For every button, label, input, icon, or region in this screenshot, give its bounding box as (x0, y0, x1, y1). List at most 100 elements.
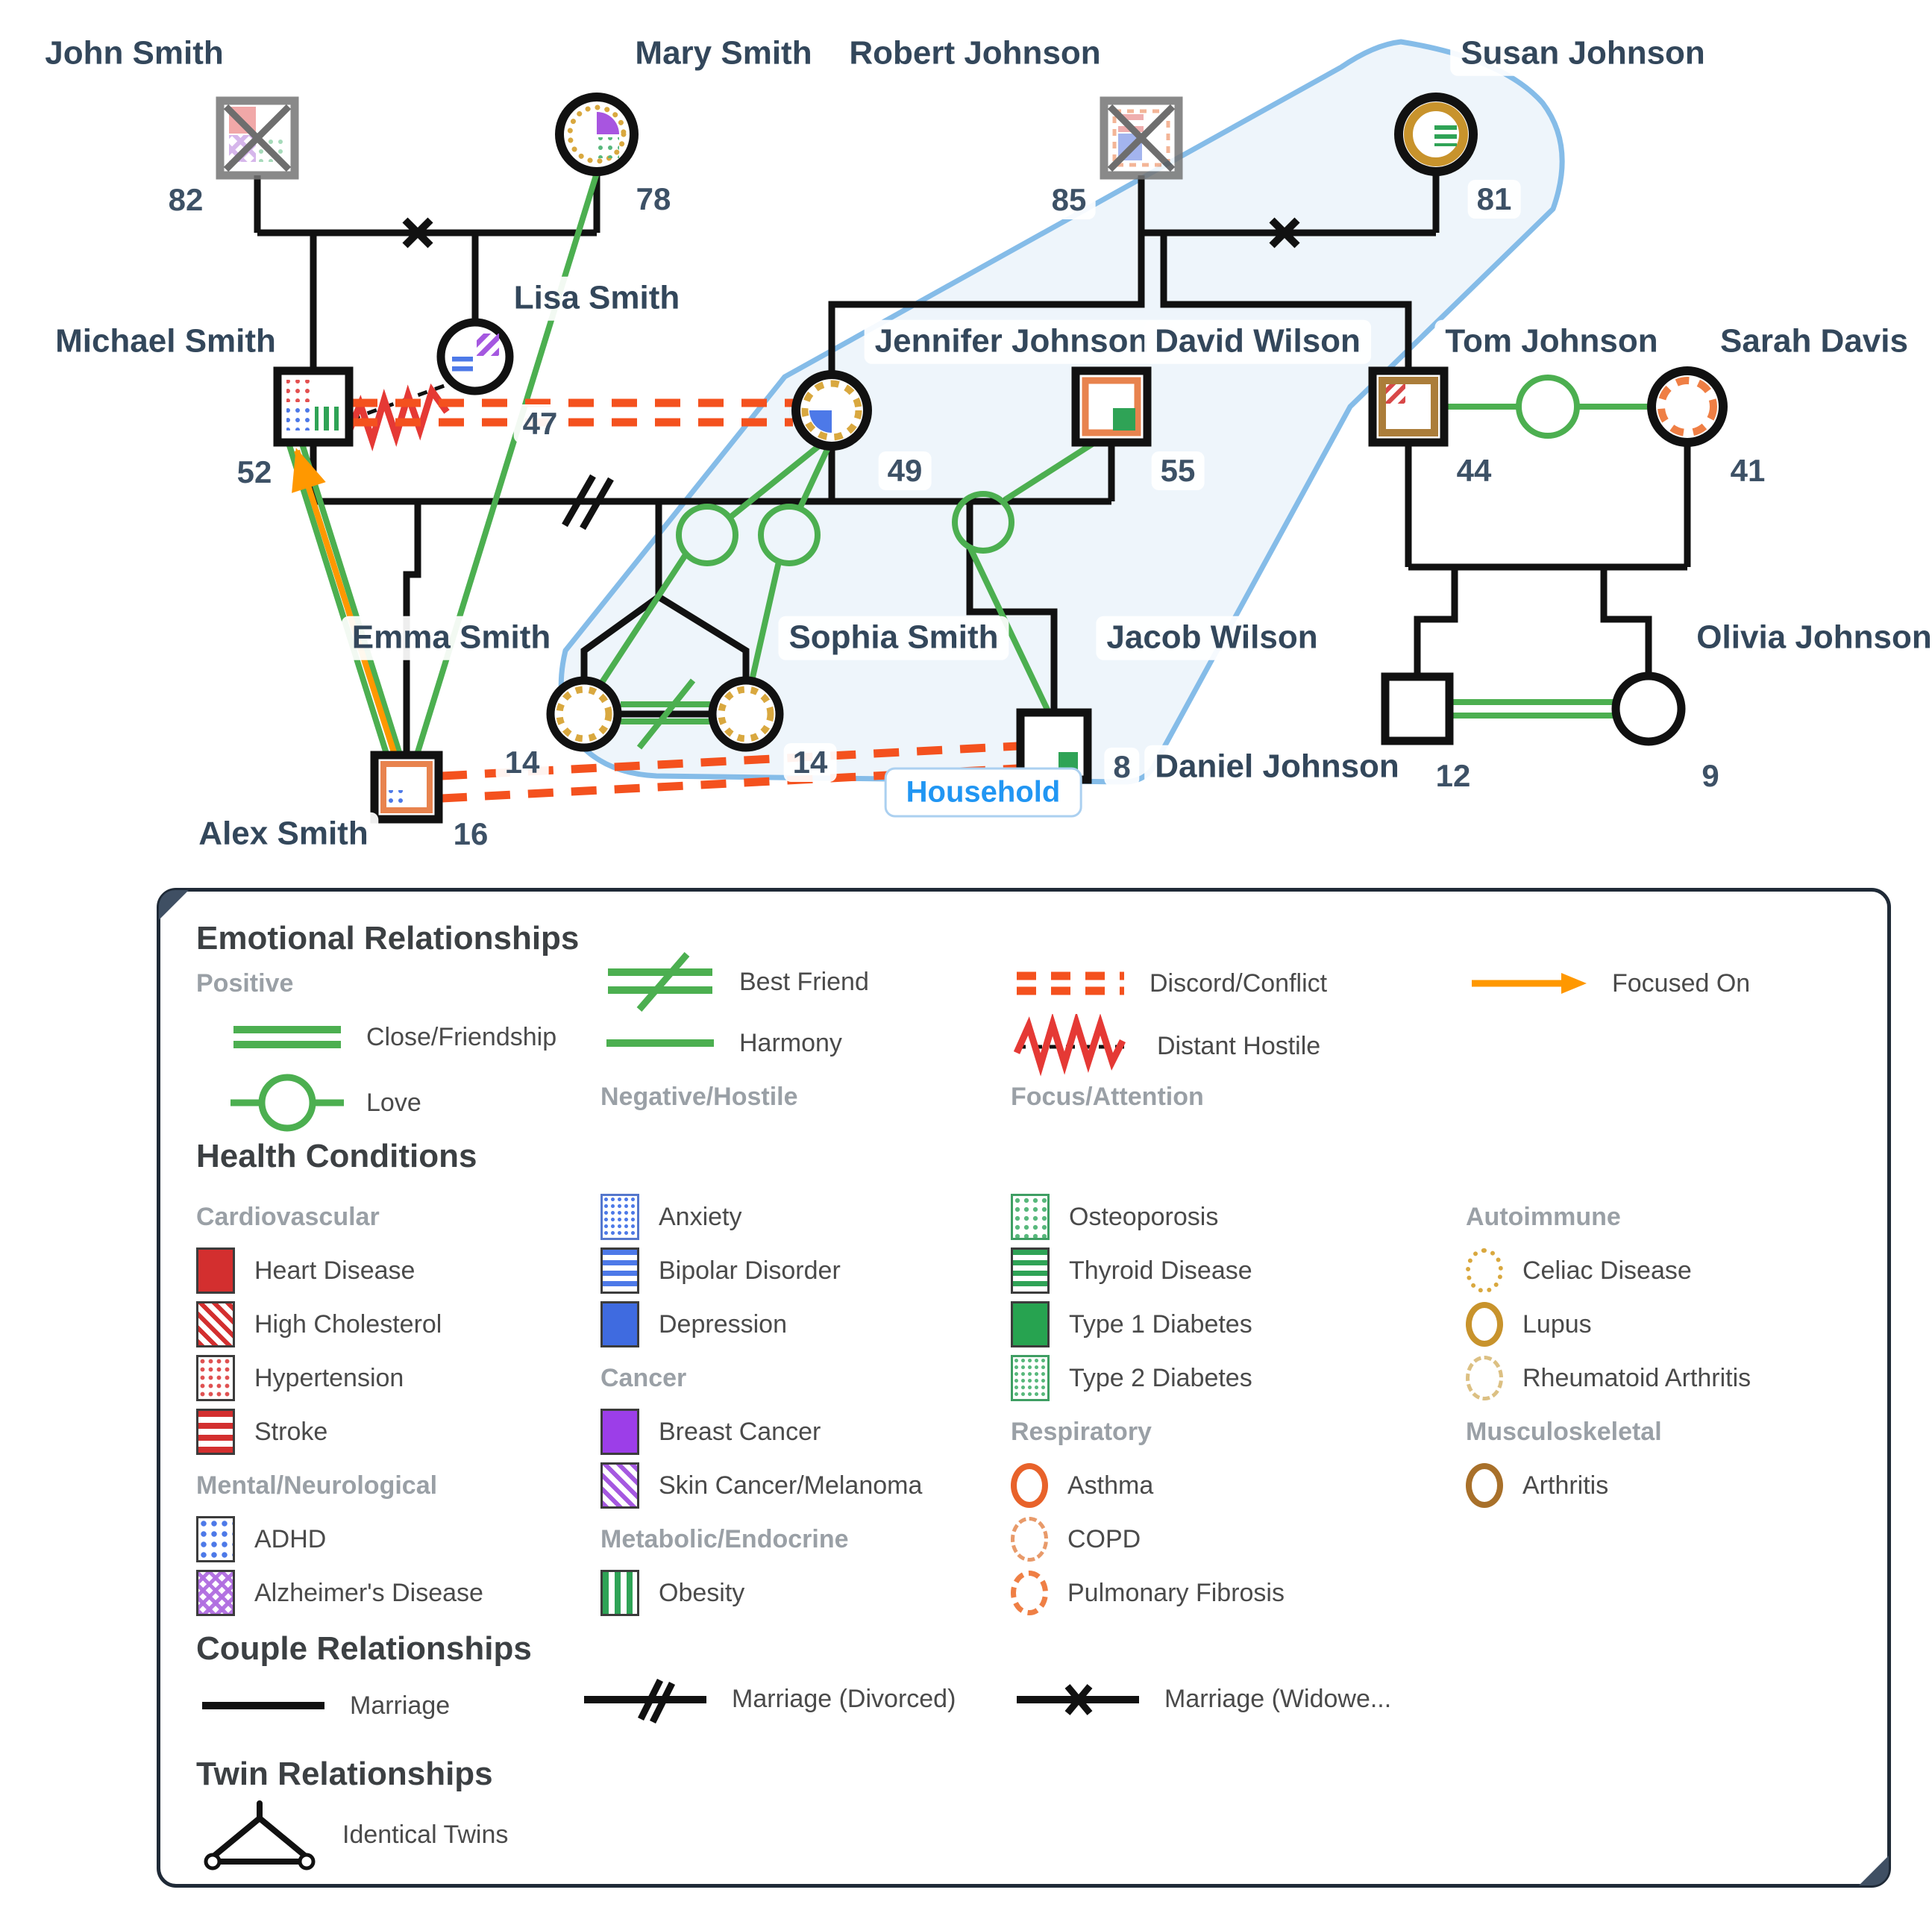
legend-label-discord: Discord/Conflict (1150, 968, 1328, 998)
legend-item-heart-disease: Heart Disease (196, 1247, 415, 1294)
legend-item-celiac: Celiac Disease (1466, 1247, 1692, 1294)
person-label-daniel: Daniel Johnson (1144, 745, 1410, 789)
legend-label-type1: Type 1 Diabetes (1069, 1309, 1252, 1339)
legend-label-asthma: Asthma (1067, 1471, 1154, 1500)
legend-item-distant-hostile: Distant Hostile (1011, 1014, 1320, 1078)
divorce-marker-michael-jennifer (562, 474, 614, 530)
person-node-lisa[interactable] (436, 318, 514, 395)
age-alex: 16 (444, 815, 498, 854)
best-friend-icon (600, 950, 720, 1014)
legend-label-marriage: Marriage (350, 1691, 451, 1720)
legend-item-arthritis: Arthritis (1466, 1462, 1608, 1509)
age-michael: 52 (228, 453, 281, 492)
person-node-olivia[interactable] (1611, 672, 1686, 746)
age-david: 55 (1151, 451, 1205, 490)
age-tom: 44 (1447, 451, 1501, 490)
legend-label-alzheimers: Alzheimer's Disease (254, 1578, 483, 1607)
legend-item-marriage: Marriage (196, 1682, 450, 1729)
person-label-susan: Susan Johnson (1450, 31, 1716, 76)
person-label-sarah: Sarah Davis (1710, 319, 1919, 364)
person-label-jennifer: Jennifer Johnson (864, 319, 1159, 364)
legend-label-pulmonary-fibrosis: Pulmonary Fibrosis (1067, 1578, 1285, 1607)
legend-item-asthma: Asthma (1011, 1462, 1153, 1509)
legend-panel: Emotional Relationships Positive Close/F… (157, 888, 1891, 1888)
love-line-jennifer-sophia (749, 445, 832, 681)
legend-header-positive: Positive (196, 968, 294, 998)
legend-item-focused-on: Focused On (1466, 960, 1750, 1007)
skin-cancer-swatch-icon (600, 1462, 639, 1509)
person-node-robert[interactable] (1100, 96, 1183, 180)
person-node-daniel[interactable] (1381, 672, 1454, 745)
legend-label-obesity: Obesity (659, 1578, 745, 1607)
person-label-jacob: Jacob Wilson (1096, 616, 1329, 660)
person-node-mary[interactable] (555, 93, 639, 176)
legend-couple-title: Couple Relationships (196, 1630, 532, 1667)
legend-item-love: Love (228, 1069, 421, 1136)
legend-label-divorced: Marriage (Divorced) (732, 1684, 956, 1713)
person-node-john[interactable] (216, 96, 299, 180)
widowed-marker-robert-susan (1269, 217, 1300, 248)
legend-item-thyroid: Thyroid Disease (1011, 1247, 1252, 1294)
legend-item-widowed: Marriage (Widowe... (1011, 1669, 1391, 1729)
person-node-sarah[interactable] (1647, 366, 1728, 447)
person-label-lisa: Lisa Smith (503, 276, 691, 321)
legend-label-adhd: ADHD (254, 1524, 327, 1553)
person-node-jennifer[interactable] (791, 370, 872, 451)
type1-diabetes-swatch-icon (1011, 1301, 1050, 1347)
close-friendship-icon (228, 1021, 347, 1054)
legend-label-identical-twins: Identical Twins (342, 1820, 509, 1849)
person-node-sophia[interactable] (708, 676, 784, 752)
legend-header-focus: Focus/Attention (1011, 1082, 1204, 1111)
legend-item-alzheimers: Alzheimer's Disease (196, 1570, 483, 1616)
love-line-tom-sarah (1446, 375, 1650, 439)
discord-line-michael-jennifer (352, 398, 793, 427)
person-label-robert: Robert Johnson (838, 31, 1111, 76)
legend-item-hypertension: Hypertension (196, 1355, 404, 1401)
person-node-david[interactable] (1071, 366, 1152, 447)
legend-item-obesity: Obesity (600, 1570, 744, 1616)
legend-header-respiratory: Respiratory (1011, 1417, 1152, 1446)
legend-item-type1-diabetes: Type 1 Diabetes (1011, 1301, 1252, 1347)
person-node-emma[interactable] (546, 676, 622, 752)
panel-corner-accent (1859, 1856, 1889, 1885)
high-cholesterol-swatch-icon (196, 1301, 235, 1347)
legend-label-arthritis: Arthritis (1522, 1471, 1609, 1500)
legend-label-copd: COPD (1067, 1524, 1141, 1553)
legend-label-widowed: Marriage (Widowe... (1164, 1684, 1392, 1713)
legend-item-type2-diabetes: Type 2 Diabetes (1011, 1355, 1252, 1401)
legend-item-bipolar: Bipolar Disorder (600, 1247, 841, 1294)
age-daniel: 12 (1426, 757, 1480, 795)
legend-twin-title: Twin Relationships (196, 1756, 493, 1792)
legend-label-hypertension: Hypertension (254, 1363, 404, 1392)
legend-label-breast-cancer: Breast Cancer (659, 1417, 821, 1446)
thyroid-swatch-icon (1011, 1247, 1050, 1294)
legend-label-high-cholesterol: High Cholesterol (254, 1309, 442, 1339)
obesity-swatch-icon (600, 1570, 639, 1616)
person-node-tom[interactable] (1368, 366, 1449, 447)
focused-on-icon (1466, 968, 1593, 998)
age-jacob: 8 (1104, 748, 1140, 786)
person-node-susan[interactable] (1394, 93, 1478, 176)
adhd-swatch-icon (196, 1516, 235, 1562)
panel-corner-accent (159, 890, 189, 920)
distant-hostile-icon (1011, 1014, 1138, 1078)
person-node-michael[interactable] (273, 366, 354, 447)
love-icon (228, 1069, 347, 1136)
person-node-alex[interactable] (370, 751, 443, 824)
harmony-icon (600, 1034, 720, 1052)
type2-diabetes-swatch-icon (1011, 1355, 1050, 1401)
person-label-olivia: Olivia Johnson (1686, 616, 1932, 660)
identical-twins-icon (196, 1796, 323, 1873)
person-label-david: David Wilson (1144, 319, 1371, 364)
legend-header-mental: Mental/Neurological (196, 1471, 438, 1500)
close-friendship-line-michael-alex (286, 442, 402, 755)
widowed-line-icon (1011, 1670, 1145, 1728)
household-badge[interactable]: Household (884, 767, 1082, 818)
marriage-line-icon (196, 1697, 330, 1715)
rheumatoid-ring-icon (1466, 1356, 1503, 1400)
legend-item-osteoporosis: Osteoporosis (1011, 1194, 1218, 1240)
legend-header-cardiovascular: Cardiovascular (196, 1202, 380, 1231)
widowed-marker-john-mary (402, 217, 433, 248)
anxiety-swatch-icon (600, 1194, 639, 1240)
